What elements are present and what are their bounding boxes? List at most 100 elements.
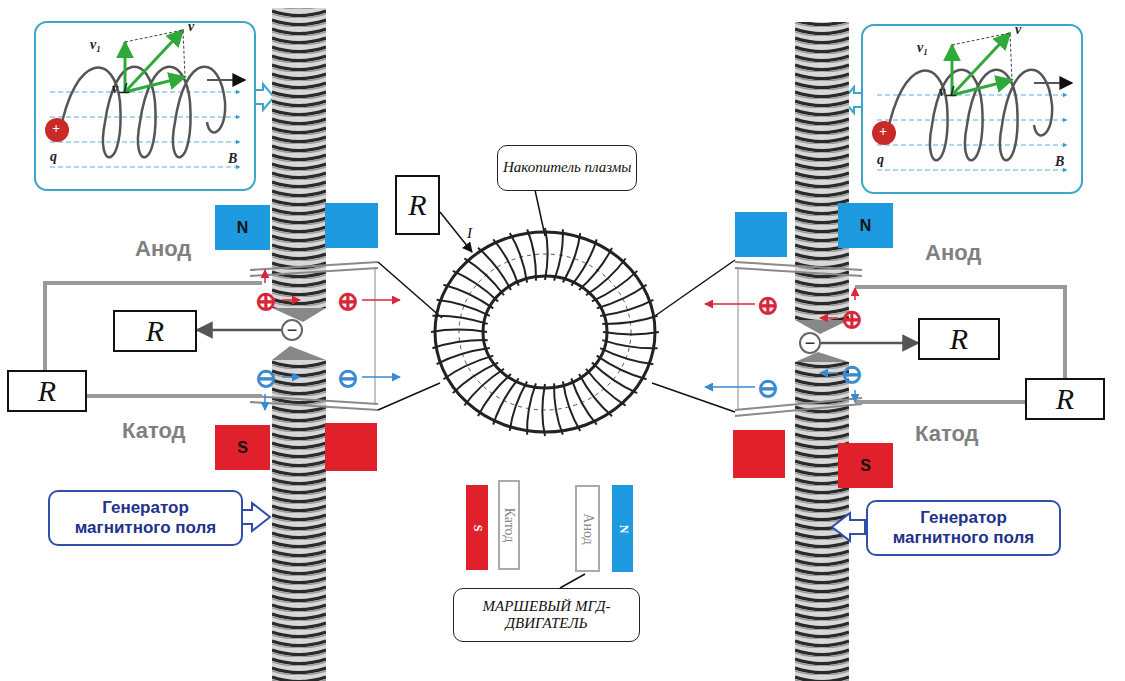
winding xyxy=(437,300,490,316)
plasma-toroid xyxy=(431,228,659,436)
node-text: Накопитель плазмы xyxy=(503,159,631,176)
generator-label: Генератор магнитного поля xyxy=(48,490,243,546)
generator-label: Генератор магнитного поля xyxy=(866,500,1061,556)
electrode-plate xyxy=(250,262,862,416)
node-text: Генератор магнитного поля xyxy=(58,498,233,537)
symbol-label: v xyxy=(188,20,194,34)
winding xyxy=(464,258,504,295)
electron-source: − xyxy=(281,319,303,341)
winding xyxy=(602,316,657,324)
node-text: S xyxy=(860,457,871,475)
coil xyxy=(272,8,849,681)
magnet-pole: N xyxy=(215,205,270,250)
electron-source: − xyxy=(799,332,821,354)
symbol-label: v⊥ xyxy=(112,82,130,96)
winding xyxy=(431,330,487,332)
wire-connector xyxy=(197,329,281,332)
ion-symbol: ⊕ xyxy=(841,306,863,332)
winding xyxy=(443,285,493,309)
resistor-box: R xyxy=(1025,378,1105,420)
winding xyxy=(554,383,563,434)
magnet-pole xyxy=(325,423,377,471)
magnet-pole xyxy=(325,203,378,248)
resistor-box: R xyxy=(113,310,197,352)
winding xyxy=(586,369,626,406)
symbol-label: I xyxy=(467,226,472,241)
ion-symbol: ⊕ xyxy=(757,292,779,318)
symbol-label: v₁ xyxy=(90,38,101,52)
winding xyxy=(432,340,487,348)
magnet-pole: S xyxy=(215,425,270,470)
winding xyxy=(592,271,637,302)
ion-symbol: ⊖ xyxy=(757,375,779,401)
resistor-box: R xyxy=(395,175,440,235)
ion-arrow xyxy=(265,270,855,410)
winding xyxy=(437,348,490,364)
magnet-bar: N xyxy=(612,485,633,572)
symbol-label: v₁ xyxy=(917,41,928,55)
node-text: − xyxy=(287,321,298,339)
electrode-label: Анод xyxy=(925,242,981,264)
symbol-label: B xyxy=(228,152,237,166)
ion-symbol: ⊖ xyxy=(841,361,863,387)
winding xyxy=(592,363,637,394)
symbol-label: + xyxy=(879,125,887,139)
ion-symbol: ⊖ xyxy=(337,365,359,391)
node-text: N xyxy=(615,524,630,533)
symbol-label: + xyxy=(52,122,60,136)
ion-symbol: ⊕ xyxy=(255,288,277,314)
wire xyxy=(378,190,735,588)
winding xyxy=(597,285,647,309)
symbol-label: B xyxy=(1055,155,1064,169)
winding xyxy=(579,374,612,416)
node-text: S xyxy=(470,524,485,531)
magnet-pole xyxy=(735,212,787,257)
symbol-label: q xyxy=(877,153,884,167)
node-text: Анод xyxy=(580,513,596,544)
winding xyxy=(478,374,511,416)
winding xyxy=(493,239,518,285)
winding xyxy=(542,384,545,436)
engine-label: МАРШЕВЫЙ МГД-ДВИГАТЕЛЬ xyxy=(453,588,640,642)
electrode-label: Катод xyxy=(915,423,979,445)
winding xyxy=(443,356,493,380)
winding xyxy=(478,248,511,290)
node-text: S xyxy=(237,439,248,457)
winding xyxy=(579,248,612,290)
node-text: R xyxy=(146,314,164,348)
node-text: R xyxy=(408,188,426,222)
callout-box: Накопитель плазмы xyxy=(497,145,637,191)
resistor-box: R xyxy=(7,370,87,412)
winding xyxy=(453,271,498,302)
symbol-label: v⊥ xyxy=(939,85,957,99)
node-text: R xyxy=(950,322,968,356)
winding xyxy=(571,378,596,424)
ion-symbol: ⊕ xyxy=(337,288,359,314)
winding xyxy=(545,228,548,280)
node-text: Генератор магнитного поля xyxy=(876,508,1051,547)
symbol-label: q xyxy=(50,150,57,164)
winding xyxy=(510,233,527,282)
ion-symbol: ⊖ xyxy=(255,365,277,391)
winding xyxy=(563,381,580,430)
resistor-box: R xyxy=(918,318,1000,360)
winding xyxy=(563,233,580,282)
winding xyxy=(554,229,563,280)
anode-plate: Анод xyxy=(575,485,600,572)
wire-connector xyxy=(821,342,918,345)
node-text: N xyxy=(860,217,872,235)
winding xyxy=(464,369,504,406)
node-text: Катод xyxy=(501,508,517,543)
electrode-label: Катод xyxy=(122,420,186,442)
winding xyxy=(510,381,527,430)
winding xyxy=(603,332,659,334)
winding xyxy=(600,300,653,316)
electrode-label: Анод xyxy=(135,238,191,260)
winding xyxy=(527,383,536,434)
winding xyxy=(571,239,596,285)
winding xyxy=(493,378,518,424)
magnet-pole: N xyxy=(838,203,893,248)
node-text: R xyxy=(38,374,56,408)
node-text: R xyxy=(1056,382,1074,416)
